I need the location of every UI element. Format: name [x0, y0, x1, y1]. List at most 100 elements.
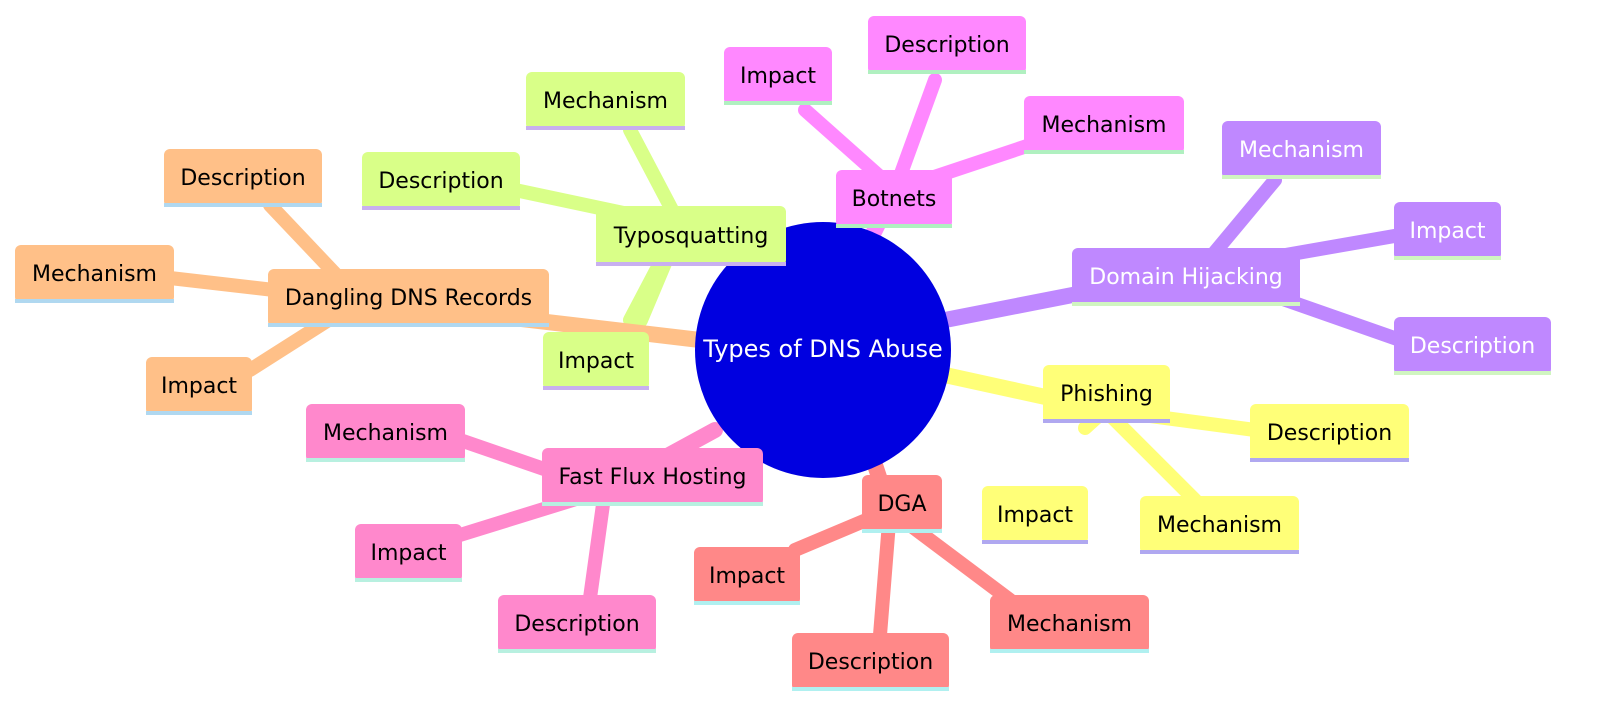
edge-phishing-mechanism: [1098, 403, 1202, 507]
node-fast-flux-hosting-box: [542, 448, 763, 506]
node-dga-mechanism-underline: [990, 649, 1149, 653]
node-botnets-mechanism[interactable]: Mechanism: [1024, 96, 1184, 154]
node-fast-flux-hosting-mechanism[interactable]: Mechanism: [306, 404, 465, 462]
node-dangling-dns-records[interactable]: Dangling DNS Records: [268, 269, 549, 327]
node-dga[interactable]: DGA: [862, 475, 942, 533]
node-dga-underline: [862, 529, 942, 533]
edge-fast-flux-hosting-description: [583, 483, 612, 605]
node-dangling-dns-records-description[interactable]: Description: [164, 149, 322, 207]
node-typosquatting-mechanism-underline: [526, 126, 685, 130]
node-dga-mechanism-box: [990, 595, 1149, 653]
node-dangling-dns-records-impact-box: [146, 357, 252, 415]
node-botnets-label: Botnets: [852, 187, 937, 212]
node-domain-hijacking-description-box: [1394, 317, 1551, 375]
node-dangling-dns-records-description-underline: [164, 203, 322, 207]
node-dga-impact-box: [694, 547, 800, 605]
node-phishing-impact-label: Impact: [997, 503, 1073, 528]
node-domain-hijacking[interactable]: Domain Hijacking: [1072, 248, 1300, 306]
node-botnets-description[interactable]: Description: [868, 16, 1026, 74]
node-dangling-dns-records-mechanism-box: [15, 245, 174, 303]
node-dga-impact-label: Impact: [709, 564, 785, 589]
node-domain-hijacking-mechanism[interactable]: Mechanism: [1222, 121, 1381, 179]
node-phishing[interactable]: Phishing: [1043, 365, 1170, 423]
node-typosquatting-mechanism-box: [526, 72, 685, 130]
node-botnets-mechanism-underline: [1024, 150, 1184, 154]
node-botnets-mechanism-label: Mechanism: [1042, 113, 1167, 138]
node-fast-flux-hosting-description[interactable]: Description: [498, 595, 656, 653]
node-typosquatting-impact-label: Impact: [558, 349, 634, 374]
node-dangling-dns-records-description-label: Description: [180, 166, 305, 191]
node-typosquatting[interactable]: Typosquatting: [596, 206, 786, 266]
node-phishing-box: [1043, 365, 1170, 423]
node-dga-description-label: Description: [808, 650, 933, 675]
node-typosquatting-impact-box: [543, 332, 649, 390]
node-dga-impact[interactable]: Impact: [694, 547, 800, 605]
node-typosquatting-description-box: [362, 152, 520, 210]
node-dga-mechanism[interactable]: Mechanism: [990, 595, 1149, 653]
node-botnets-underline: [836, 224, 952, 228]
node-typosquatting-impact-underline: [543, 386, 649, 390]
node-botnets-impact-underline: [724, 101, 832, 105]
node-typosquatting-mechanism-label: Mechanism: [543, 89, 668, 114]
node-typosquatting-underline: [596, 262, 786, 266]
node-phishing-description-label: Description: [1267, 421, 1392, 446]
node-dga-label: DGA: [877, 492, 926, 517]
node-phishing-impact-underline: [982, 540, 1088, 544]
node-typosquatting-mechanism[interactable]: Mechanism: [526, 72, 685, 130]
node-fast-flux-hosting-impact-box: [355, 524, 462, 582]
node-phishing-description[interactable]: Description: [1250, 404, 1409, 462]
node-domain-hijacking-box: [1072, 248, 1300, 306]
node-domain-hijacking-underline: [1072, 302, 1300, 306]
node-fast-flux-hosting-mechanism-box: [306, 404, 465, 462]
node-fast-flux-hosting-mechanism-label: Mechanism: [323, 421, 448, 446]
node-botnets-impact[interactable]: Impact: [724, 47, 832, 105]
root-label: Types of DNS Abuse: [702, 335, 942, 363]
node-dga-description-underline: [792, 687, 949, 691]
node-dangling-dns-records-mechanism[interactable]: Mechanism: [15, 245, 174, 303]
node-botnets-description-label: Description: [884, 33, 1009, 58]
node-phishing-label: Phishing: [1060, 382, 1153, 407]
node-dangling-dns-records-mechanism-underline: [15, 299, 174, 303]
node-domain-hijacking-impact-label: Impact: [1409, 219, 1485, 244]
node-domain-hijacking-description[interactable]: Description: [1394, 317, 1551, 375]
node-domain-hijacking-impact-underline: [1394, 256, 1501, 260]
node-typosquatting-label: Typosquatting: [613, 224, 769, 249]
node-phishing-description-underline: [1250, 458, 1409, 462]
node-fast-flux-hosting-description-label: Description: [514, 612, 639, 637]
root-circle: [695, 222, 951, 478]
node-botnets[interactable]: Botnets: [836, 170, 952, 228]
node-fast-flux-hosting-underline: [542, 502, 763, 506]
node-domain-hijacking-label: Domain Hijacking: [1089, 265, 1282, 290]
node-phishing-mechanism[interactable]: Mechanism: [1140, 496, 1299, 554]
node-dga-description-box: [792, 633, 949, 691]
node-domain-hijacking-impact[interactable]: Impact: [1394, 202, 1501, 260]
node-domain-hijacking-description-label: Description: [1410, 334, 1535, 359]
node-fast-flux-hosting-impact[interactable]: Impact: [355, 524, 462, 582]
node-botnets-box: [836, 170, 952, 228]
node-phishing-mechanism-box: [1140, 496, 1299, 554]
node-typosquatting-description[interactable]: Description: [362, 152, 520, 210]
node-phishing-mechanism-label: Mechanism: [1157, 513, 1282, 538]
node-typosquatting-description-label: Description: [378, 169, 503, 194]
node-botnets-impact-label: Impact: [740, 64, 816, 89]
node-fast-flux-hosting-description-box: [498, 595, 656, 653]
node-dga-description[interactable]: Description: [792, 633, 949, 691]
node-phishing-description-box: [1250, 404, 1409, 462]
root-node[interactable]: Types of DNS Abuse: [695, 222, 951, 478]
node-fast-flux-hosting-description-underline: [498, 649, 656, 653]
node-fast-flux-hosting[interactable]: Fast Flux Hosting: [542, 448, 763, 506]
node-dangling-dns-records-label: Dangling DNS Records: [285, 286, 532, 311]
node-domain-hijacking-description-underline: [1394, 371, 1551, 375]
node-typosquatting-impact[interactable]: Impact: [543, 332, 649, 390]
node-typosquatting-description-underline: [362, 206, 520, 210]
mindmap-nodes: Types of DNS AbuseImpactDescriptionMecha…: [15, 16, 1551, 691]
node-fast-flux-hosting-impact-underline: [355, 578, 462, 582]
node-phishing-impact[interactable]: Impact: [982, 486, 1088, 544]
node-dangling-dns-records-impact[interactable]: Impact: [146, 357, 252, 415]
node-botnets-description-box: [868, 16, 1026, 74]
node-botnets-description-underline: [868, 70, 1026, 74]
node-dangling-dns-records-underline: [268, 323, 549, 327]
node-botnets-mechanism-box: [1024, 96, 1184, 154]
node-dangling-dns-records-impact-label: Impact: [161, 374, 237, 399]
